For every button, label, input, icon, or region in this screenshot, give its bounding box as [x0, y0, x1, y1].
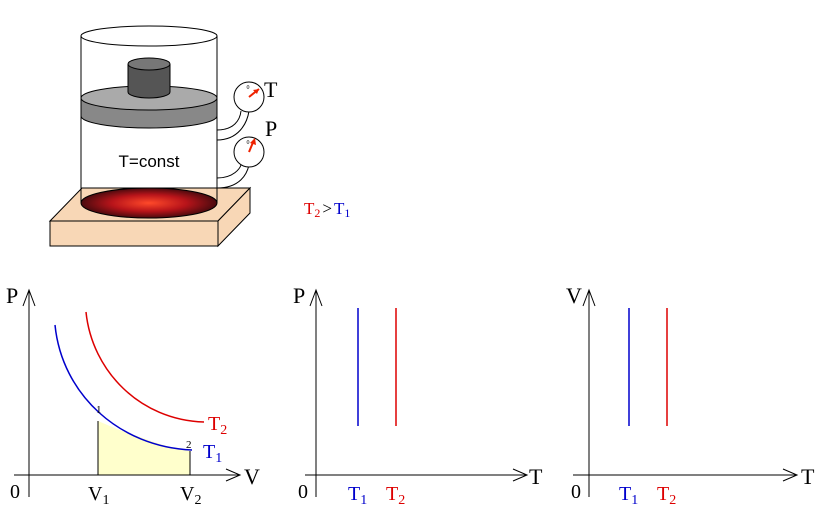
pv-point-1: 1: [96, 404, 102, 416]
pv-t2-label: T2: [208, 413, 227, 438]
relation-t1-sub: 1: [344, 206, 350, 220]
pv-t1-label: T1: [203, 441, 222, 466]
relation-t1: T: [334, 199, 345, 218]
vt-axes: [573, 288, 799, 497]
thermometer-dial: 0: [233, 81, 265, 113]
weight: [127, 57, 171, 99]
cylinder: [80, 25, 218, 203]
vt-t1-label: T1: [619, 483, 638, 508]
pt-x-label: T: [529, 464, 543, 489]
thermometer-dial-tick: 0: [247, 85, 250, 91]
pt-origin-label: 0: [298, 481, 308, 503]
relation-gt: >: [322, 199, 332, 218]
pv-y-label: P: [6, 283, 18, 308]
pv-axes: [14, 288, 242, 497]
pv-v2-label: V2: [180, 483, 201, 508]
pv-origin-label: 0: [10, 481, 20, 503]
work-area: [98, 421, 190, 475]
vt-x-label: T: [801, 464, 815, 489]
pv-v1-label: V1: [88, 483, 109, 508]
burner-glow: [80, 187, 218, 219]
pt-axes: [305, 288, 529, 497]
pv-point-2: 2: [186, 439, 192, 451]
barometer-dial: 0: [233, 136, 265, 168]
temperature-relation: T2>T1: [304, 199, 350, 220]
relation-t2: T: [304, 199, 315, 218]
vt-diagram: V T 0 T1 T2: [566, 283, 815, 508]
vt-t2-label: T2: [657, 483, 676, 508]
pv-isotherm-t2: [85, 311, 205, 423]
apparatus: T=const 0 T 0 P: [48, 25, 278, 248]
barometer-label: P: [265, 116, 277, 141]
pv-diagram: P V 0 1 2 V1 V2 T2 T1: [6, 283, 260, 508]
vt-origin-label: 0: [571, 481, 581, 503]
pv-isotherm-t1: [54, 324, 193, 451]
barometer-dial-tick: 0: [247, 140, 250, 146]
relation-t2-sub: 2: [314, 206, 320, 220]
pv-x-label: V: [244, 464, 260, 489]
svg-text:T2>T1: T2>T1: [304, 199, 350, 220]
cylinder-label: T=const: [119, 152, 180, 171]
thermometer-label: T: [264, 77, 278, 102]
pt-t1-label: T1: [348, 483, 367, 508]
pt-y-label: P: [293, 283, 305, 308]
pt-diagram: P T 0 T1 T2: [293, 283, 543, 508]
vt-y-label: V: [566, 283, 582, 308]
pt-t2-label: T2: [386, 483, 405, 508]
